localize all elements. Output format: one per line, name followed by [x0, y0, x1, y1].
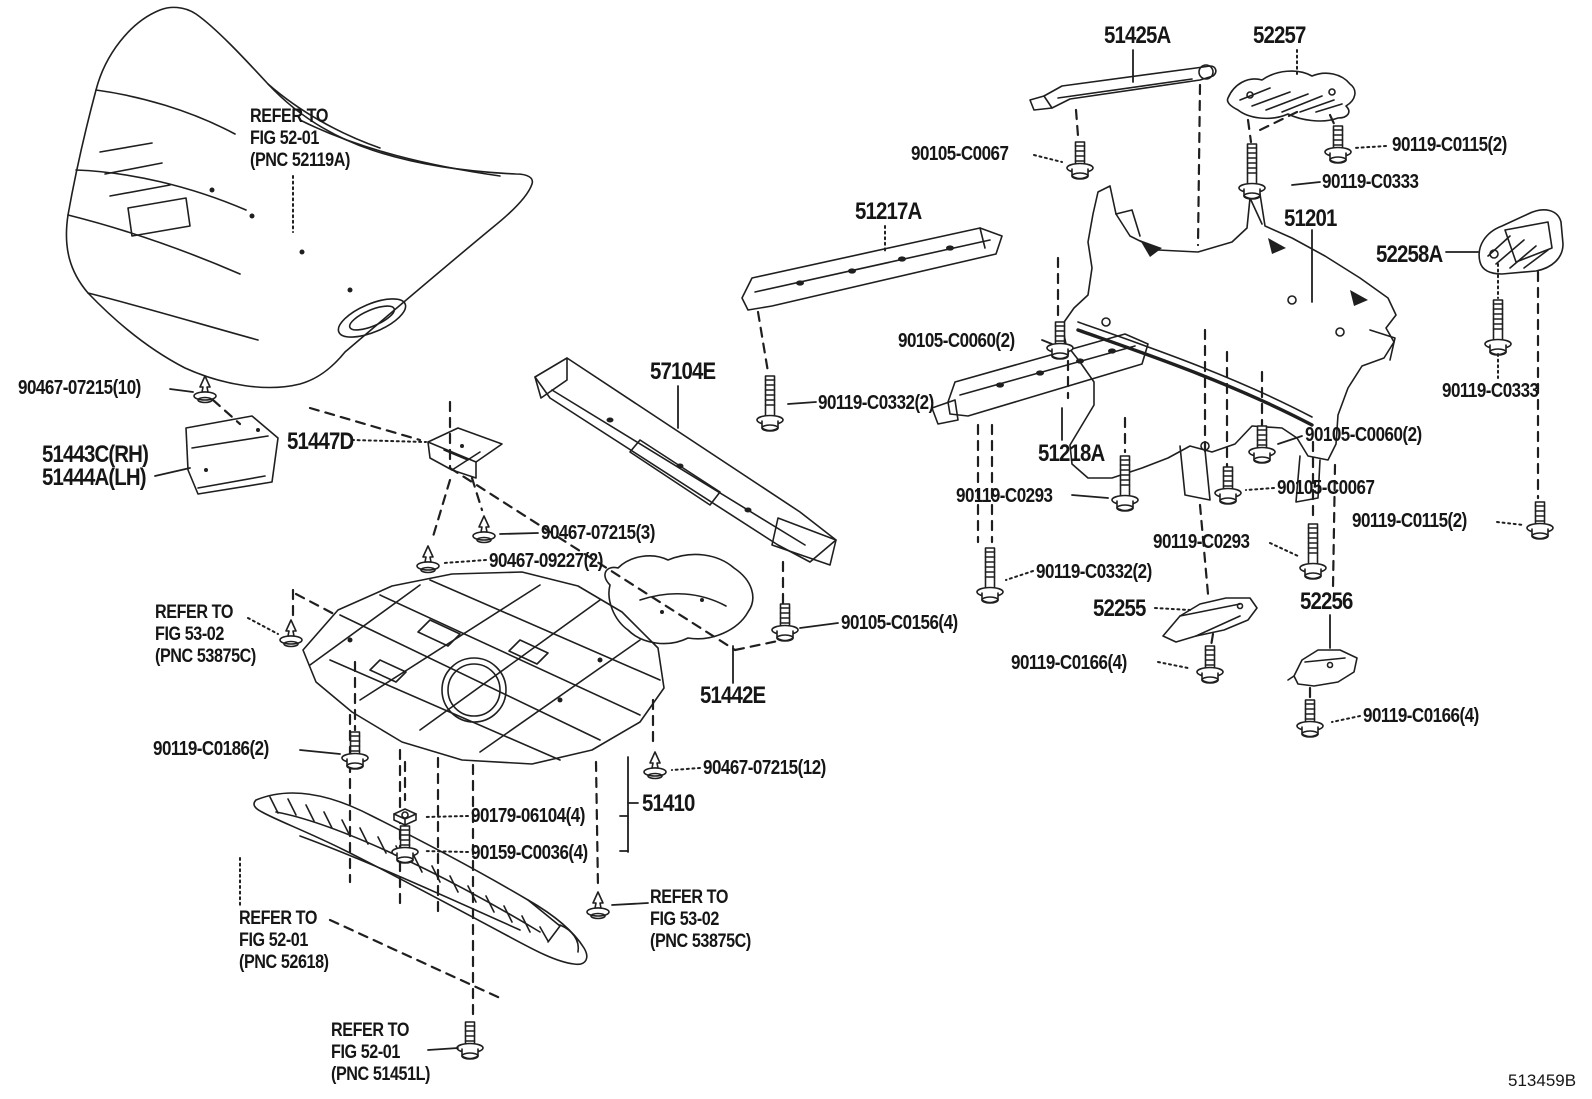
ref-note-undercover-left: REFER TO FIG 53-02 (PNC 53875C): [155, 602, 256, 668]
part-51425A-drawing: [1029, 64, 1217, 111]
front-bumper-drawing: [65, 6, 534, 389]
ref-note-line: FIG 52-01: [250, 128, 319, 149]
ref-note-bumper: REFER TO FIG 52-01 (PNC 52119A): [250, 106, 350, 172]
ref-note-line: (PNC 53875C): [155, 646, 256, 667]
callout-51201: 51201: [1284, 205, 1337, 232]
callout-51444A-LH: 51444A(LH): [42, 464, 147, 491]
callout-90119-C0293-left: 90119-C0293: [956, 485, 1053, 507]
front-spoiler-drawing: [253, 792, 588, 966]
callout-52257: 52257: [1253, 22, 1306, 49]
ref-note-spoiler: REFER TO FIG 52-01 (PNC 52618): [239, 908, 329, 974]
callout-51442E: 51442E: [700, 682, 766, 709]
callout-90467-07215-12: 90467-07215(12): [703, 757, 826, 779]
callout-90119-C0166-left: 90119-C0166(4): [1011, 652, 1127, 674]
ref-note-line: REFER TO: [155, 602, 233, 623]
callout-51425A: 51425A: [1104, 22, 1171, 49]
callout-90105-C0067-top: 90105-C0067: [911, 143, 1009, 165]
part-51217A-drawing: [741, 227, 1003, 311]
ref-note-line: FIG 53-02: [155, 624, 224, 645]
part-52257-drawing: [1226, 70, 1356, 122]
callout-90119-C0166-right: 90119-C0166(4): [1363, 705, 1479, 727]
callout-90467-09227-2: 90467-09227(2): [489, 550, 603, 572]
ref-note-lower-cover: REFER TO FIG 52-01 (PNC 51451L): [331, 1020, 430, 1086]
callout-90105-C0156: 90105-C0156(4): [841, 612, 958, 634]
callout-90105-C0067-right: 90105-C0067: [1277, 477, 1375, 499]
callout-90105-C0060-right: 90105-C0060(2): [1305, 424, 1422, 446]
ref-note-line: (PNC 53875C): [650, 931, 751, 952]
ref-note-line: REFER TO: [239, 908, 317, 929]
callout-90119-C0333-right: 90119-C0333: [1442, 380, 1539, 402]
callout-90119-C0186: 90119-C0186(2): [153, 738, 269, 760]
part-51447D-drawing: [427, 427, 503, 479]
part-57104E-drawing: [534, 357, 837, 566]
part-51443C-drawing: [185, 415, 279, 495]
part-52258A-drawing: [1478, 209, 1564, 275]
part-51218A-drawing: [931, 333, 1149, 425]
callout-57104E: 57104E: [650, 358, 716, 385]
callout-51443C-RH: 51443C(RH): [42, 441, 149, 468]
leader-lines: [154, 49, 1525, 1051]
callout-52258A: 52258A: [1376, 241, 1443, 268]
callout-90119-C0333-top: 90119-C0333: [1322, 171, 1419, 193]
part-51410-drawing: [302, 571, 665, 765]
callout-90119-C0332-left: 90119-C0332(2): [818, 392, 934, 414]
callout-90119-C0115-right: 90119-C0115(2): [1352, 510, 1467, 532]
ref-note-line: (PNC 51451L): [331, 1064, 431, 1085]
part-52255-drawing: [1162, 597, 1258, 643]
callout-51410: 51410: [642, 790, 695, 817]
callout-90467-07215-3: 90467-07215(3): [541, 522, 655, 544]
callout-90159-C0036: 90159-C0036(4): [471, 842, 588, 864]
callout-51217A: 51217A: [855, 198, 922, 225]
ref-note-line: REFER TO: [331, 1020, 409, 1041]
ref-note-line: REFER TO: [650, 887, 728, 908]
figure-code: 513459B: [1508, 1071, 1577, 1090]
callout-90179-06104: 90179-06104(4): [471, 805, 585, 827]
callout-51218A: 51218A: [1038, 440, 1105, 467]
callout-51447D: 51447D: [287, 428, 354, 455]
callout-90105-C0060-left: 90105-C0060(2): [898, 330, 1015, 352]
ref-note-line: FIG 52-01: [239, 930, 308, 951]
ref-note-line: (PNC 52618): [239, 952, 329, 973]
ref-note-line: REFER TO: [250, 106, 328, 127]
part-52256-drawing: [1287, 649, 1358, 687]
callout-90119-C0332-right: 90119-C0332(2): [1036, 561, 1152, 583]
ref-note-line: FIG 53-02: [650, 909, 719, 930]
callout-90467-07215-10: 90467-07215(10): [18, 377, 141, 399]
callout-52255: 52255: [1093, 595, 1146, 622]
part-51201-drawing: [1061, 185, 1397, 503]
callout-90119-C0293-right: 90119-C0293: [1153, 531, 1250, 553]
ref-note-undercover-right: REFER TO FIG 53-02 (PNC 53875C): [650, 887, 751, 953]
callout-52256: 52256: [1300, 588, 1353, 615]
part-51442E-drawing: [604, 553, 754, 645]
ref-note-line: (PNC 52119A): [250, 150, 350, 171]
callout-90119-C0115-top: 90119-C0115(2): [1392, 134, 1507, 156]
ref-note-line: FIG 52-01: [331, 1042, 400, 1063]
